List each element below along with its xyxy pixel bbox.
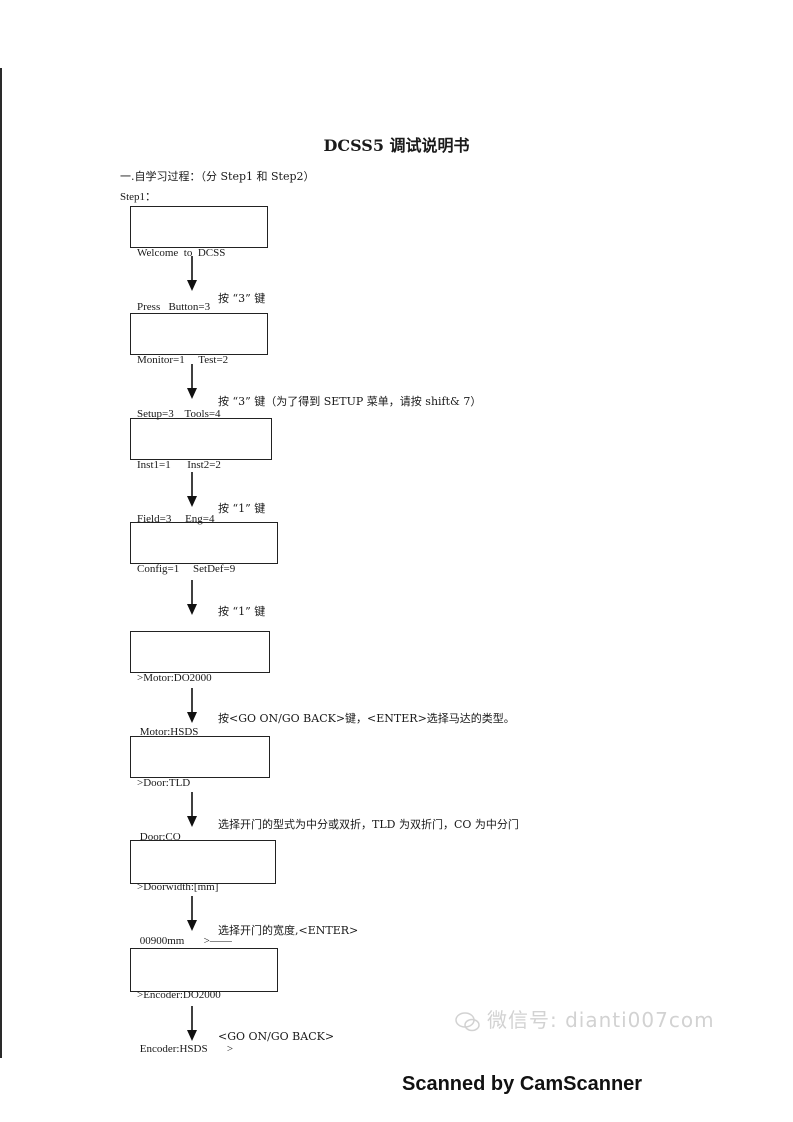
lcd-screen-setup-menu: Inst1=1 Inst2=2 Field=3 Eng=4 — [130, 418, 272, 525]
down-arrow-icon — [187, 896, 197, 931]
lcd-line: Motor:HSDS — [137, 726, 199, 738]
lcd-line: Welcome to DCSS — [137, 247, 226, 259]
lcd-screen-welcome: Welcome to DCSS Press Button=3 — [130, 206, 268, 313]
lcd-screen-motor: >Motor:DO2000 Motor:HSDS — [130, 631, 270, 738]
lcd-screen-main-menu: Monitor=1 Test=2 Setup=3 Tools=4 — [130, 313, 268, 420]
watermark-text: 微信号: dianti007com — [487, 1008, 715, 1032]
lcd-line: Monitor=1 Test=2 — [137, 354, 229, 366]
down-arrow-icon — [187, 688, 197, 723]
section-heading: 一.自学习过程：（分 Step1 和 Step2） — [120, 170, 315, 183]
step-label: Step1： — [120, 191, 157, 203]
scanner-footer: Scanned by CamScanner — [402, 1073, 643, 1095]
lcd-line: >Encoder:DO2000 — [137, 989, 221, 1001]
down-arrow-icon — [187, 1006, 197, 1041]
lcd-line: >Motor:DO2000 — [137, 672, 212, 684]
document-title: DCSS5 调试说明书 — [323, 136, 470, 155]
page-left-edge — [0, 68, 2, 1058]
down-arrow-icon — [187, 364, 197, 399]
instruction-note: <GO ON/GO BACK> — [218, 1030, 335, 1043]
instruction-note: 按 “1” 键 — [218, 605, 266, 618]
down-arrow-icon — [187, 472, 197, 507]
instruction-note: 按 “1” 键 — [218, 502, 266, 515]
lcd-line: 00900mm >—— — [137, 935, 232, 947]
instruction-note: 选择开门的宽度,<ENTER> — [218, 924, 359, 937]
down-arrow-icon — [187, 256, 197, 291]
lcd-screen-config: Config=1 SetDef=9 — [130, 522, 278, 575]
instruction-note: 按 “3” 键（为了得到 SETUP 菜单，请按 shift& 7） — [218, 395, 482, 408]
wechat-watermark: 微信号: dianti007com — [455, 1004, 715, 1033]
lcd-line: >Door:TLD — [137, 777, 191, 789]
instruction-note: 按 “3” 键 — [218, 292, 266, 305]
lcd-line: >Doorwidth:[mm] — [137, 881, 219, 893]
lcd-line: Config=1 SetDef=9 — [137, 563, 236, 575]
instruction-note: 选择开门的型式为中分或双折，TLD 为双折门，CO 为中分门 — [218, 818, 519, 831]
down-arrow-icon — [187, 792, 197, 827]
lcd-screen-doorwidth: >Doorwidth:[mm] 00900mm >—— — [130, 840, 276, 947]
down-arrow-icon — [187, 580, 197, 615]
instruction-note: 按<GO ON/GO BACK>键，<ENTER>选择马达的类型。 — [218, 712, 515, 725]
lcd-line: Inst1=1 Inst2=2 — [137, 459, 221, 471]
wechat-icon — [455, 1011, 480, 1031]
lcd-screen-encoder: >Encoder:DO2000 Encoder:HSDS > — [130, 948, 278, 1055]
lcd-line: Setup=3 Tools=4 — [137, 408, 221, 420]
lcd-line: Encoder:HSDS > — [137, 1043, 234, 1055]
lcd-line: Press Button=3 — [137, 301, 211, 313]
lcd-screen-door: >Door:TLD Door:CO — [130, 736, 270, 843]
